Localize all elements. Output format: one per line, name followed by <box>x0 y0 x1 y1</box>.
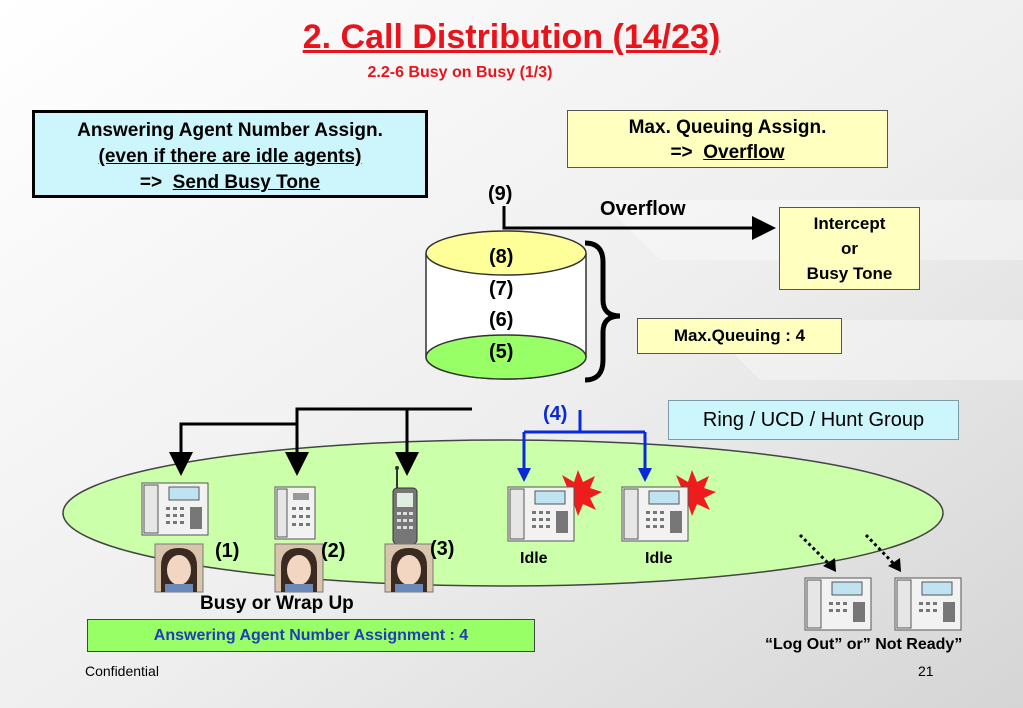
overflow-label: Overflow <box>600 198 686 220</box>
queue-brace <box>584 240 621 383</box>
agent-photo <box>274 543 324 593</box>
agent-box-arrow: => <box>139 172 163 193</box>
intercept-line3: Busy Tone <box>806 264 893 283</box>
desk-phone-icon <box>894 577 962 631</box>
queue-label-9: (9) <box>488 183 513 205</box>
desk-phone-icon <box>507 486 575 542</box>
desk-phone-icon <box>804 577 872 631</box>
agent-box-line2: (even if there are idle agents) <box>98 146 362 167</box>
queue-box-arrow: => <box>670 142 693 163</box>
queue-label-5: (5) <box>489 341 514 363</box>
agent-assign-box: Answering Agent Number Assign. (even if … <box>32 110 428 198</box>
blue-arrowhead-1 <box>517 468 531 482</box>
agent-photo <box>384 543 434 593</box>
idle-label-2: Idle <box>645 550 673 567</box>
queue-label-6: (6) <box>489 309 514 331</box>
idle-label-1: Idle <box>520 550 548 567</box>
intercept-line2: or <box>841 239 858 258</box>
call-label-4: (4) <box>543 403 568 425</box>
page-subtitle: 2.2-6 Busy on Busy (1/3) <box>367 64 553 81</box>
dotted-arrowhead-1 <box>823 558 836 572</box>
queue-label-7: (7) <box>489 278 514 300</box>
desk-phone-icon <box>621 486 689 542</box>
intercept-box: Intercept or Busy Tone <box>779 207 920 290</box>
cordless-phone-icon <box>274 486 316 540</box>
page-title: 2. Call Distribution (14/23) <box>302 18 721 56</box>
agent-label-1: (1) <box>215 540 240 562</box>
max-queuing-box: Max.Queuing : 4 <box>637 318 842 354</box>
queue-box-emph: Overflow <box>703 142 785 163</box>
footer-page-number: 21 <box>918 663 934 679</box>
agent-label-2: (2) <box>321 540 346 562</box>
desk-phone-icon <box>141 482 209 536</box>
blue-arrowhead-2 <box>638 468 652 482</box>
agent-box-emph: Send Busy Tone <box>172 172 321 193</box>
busy-label: Busy or Wrap Up <box>200 593 354 614</box>
intercept-line1: Intercept <box>813 214 886 233</box>
overflow-arrow <box>502 206 776 240</box>
queue-box-line1: Max. Queuing Assign. <box>628 117 827 138</box>
logout-dotted-arrows <box>798 533 895 565</box>
busy-distribution-lines <box>179 407 472 460</box>
agent-box-line3: => Send Busy Tone <box>35 170 425 196</box>
agent-photo <box>154 543 204 593</box>
queue-box-line2: => Overflow <box>568 140 887 165</box>
ana-assignment-box: Answering Agent Number Assignment : 4 <box>87 619 535 652</box>
agent-label-3: (3) <box>430 538 455 560</box>
agent-box-line1: Answering Agent Number Assign. <box>77 120 383 141</box>
footer-confidential: Confidential <box>85 663 159 679</box>
ring-group-box: Ring / UCD / Hunt Group <box>668 400 959 440</box>
queue-assign-box: Max. Queuing Assign. => Overflow <box>567 110 888 168</box>
logout-label: “Log Out” or” Not Ready” <box>765 636 963 653</box>
dotted-arrowhead-2 <box>888 558 901 572</box>
queue-label-8: (8) <box>489 246 514 268</box>
idle-distribution-lines <box>522 410 647 470</box>
queue-cylinder <box>425 230 587 380</box>
